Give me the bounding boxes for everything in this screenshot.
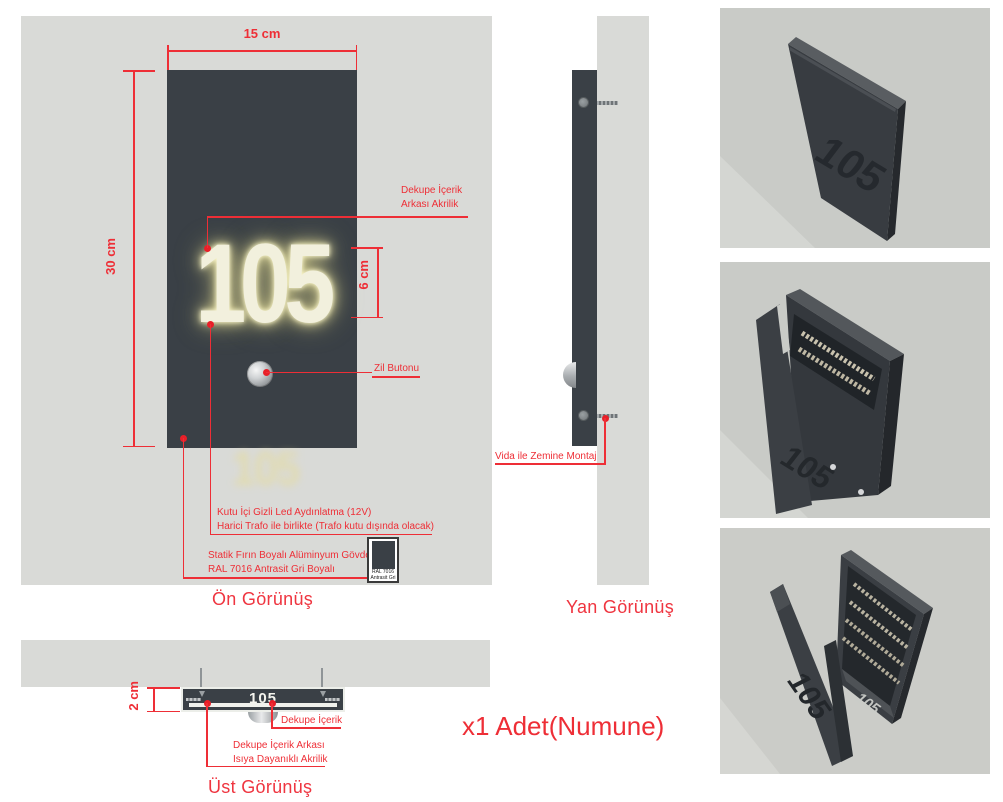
render3-box-top bbox=[841, 550, 933, 614]
side-view-wall bbox=[597, 16, 649, 585]
annotation-bell: Zil Butonu bbox=[374, 363, 420, 374]
front-view-title: Ön Görünüş bbox=[212, 589, 314, 609]
render3-led-strip-4 bbox=[841, 636, 901, 685]
side-view-title: Yan Görünüş bbox=[566, 597, 675, 617]
render2-cover-slot bbox=[777, 302, 790, 354]
dim-depth-line bbox=[153, 687, 155, 712]
dim-depth-label: 2 cm bbox=[126, 681, 141, 711]
render1-box-front bbox=[788, 44, 898, 241]
annotation-led-line1: Kutu İçi Gizli Led Aydınlatma (12V) bbox=[217, 507, 372, 518]
ral-color-square bbox=[371, 541, 395, 569]
annotation-topdekupe: Dekupe İçerik bbox=[281, 715, 343, 726]
ral-swatch-label-line2: Antrasit Gri bbox=[370, 574, 396, 581]
render3-box-cavity bbox=[842, 566, 916, 706]
render-perspective-exploded: 105 105 bbox=[720, 528, 990, 774]
quantity-label: x1 Adet(Numune) bbox=[462, 711, 665, 741]
side-screw-top-head bbox=[578, 97, 589, 108]
render1-box-side bbox=[887, 101, 906, 241]
leader-dekupe-hline bbox=[206, 216, 468, 218]
dim-width-line bbox=[167, 50, 357, 52]
render3-led-strip-3 bbox=[844, 618, 906, 668]
annotation-led-underline bbox=[210, 533, 432, 535]
top-view-title: Üst Görünüş bbox=[208, 777, 313, 797]
render3-led-strip-2 bbox=[848, 600, 910, 650]
leader-bell-line bbox=[266, 371, 372, 373]
annotation-led-line2: Harici Trafo ile birlikte (Trafo kutu dı… bbox=[217, 521, 434, 532]
render2-led-strip-2 bbox=[797, 346, 873, 397]
dim-width-tick-right bbox=[355, 45, 357, 70]
leader-body-vline bbox=[182, 438, 184, 578]
leader-dekupe-dot bbox=[203, 244, 211, 252]
leader-led-vline bbox=[209, 324, 211, 535]
side-view-plate bbox=[572, 70, 597, 446]
dim-height-tick-top bbox=[123, 70, 155, 72]
render3-led-strip-1 bbox=[852, 582, 914, 632]
render1-box-top bbox=[788, 37, 906, 109]
top-view-doorbell bbox=[248, 712, 278, 723]
ral-swatch-label-line1: RAL 7016 bbox=[371, 569, 395, 575]
leader-mount-vline bbox=[604, 418, 606, 464]
render1-floor-shade bbox=[720, 156, 815, 248]
leader-acrylic-vline bbox=[206, 703, 208, 767]
annotation-mount: Vida ile Zemine Montaj bbox=[495, 451, 597, 462]
top-view-screw-pin-left bbox=[200, 668, 202, 687]
top-view-anchor-left bbox=[199, 691, 205, 697]
dim-number-line bbox=[377, 247, 379, 318]
side-screw-top-shaft bbox=[597, 101, 618, 105]
annotation-body-underline bbox=[183, 577, 367, 579]
top-view-plate: 105 bbox=[181, 687, 345, 712]
front-view-number: 105 bbox=[195, 221, 335, 346]
leader-dekupe-vline bbox=[206, 216, 208, 248]
top-view-screw-left bbox=[186, 698, 201, 701]
dim-depth-tick-bottom bbox=[147, 710, 180, 712]
render-perspective-open: 105 bbox=[720, 262, 990, 518]
render3-box-side bbox=[892, 608, 933, 724]
top-view-wall bbox=[21, 640, 490, 687]
annotation-dekupe-line2: Arkası Akrilik bbox=[401, 198, 459, 210]
top-view-anchor-right bbox=[320, 691, 326, 697]
annotation-mount-underline bbox=[495, 463, 606, 465]
render2-box-top bbox=[786, 289, 904, 361]
render1-box-edge bbox=[789, 47, 896, 112]
annotation-acrylic-line2: Isıya Dayanıklı Akrilik bbox=[233, 754, 328, 765]
dim-number-label: 6 cm bbox=[356, 260, 371, 290]
leader-topdekupe-vline bbox=[271, 703, 273, 728]
render2-cover bbox=[756, 304, 812, 514]
ral-color-swatch: RAL 7016 Antrasit Gri bbox=[367, 537, 399, 583]
top-view-acrylic-strip bbox=[189, 703, 337, 707]
render3-cover-flange bbox=[824, 640, 853, 762]
render3-box-bottom-lip bbox=[842, 669, 894, 718]
annotation-topdekupe-underline bbox=[271, 727, 341, 729]
side-view-doorbell bbox=[563, 362, 576, 388]
annotation-dekupe: Dekupe İçerik Arkası Akrilik bbox=[401, 184, 462, 211]
annotation-body-line1: Statik Fırın Boyalı Alüminyum Gövde bbox=[208, 550, 371, 561]
dim-height-tick-bottom bbox=[123, 445, 155, 447]
dim-height-label: 30 cm bbox=[103, 238, 118, 275]
dim-width-label: 15 cm bbox=[243, 26, 281, 41]
annotation-dekupe-line1: Dekupe İçerik bbox=[401, 185, 463, 196]
top-view-screw-pin-right bbox=[321, 668, 323, 687]
dim-width-tick-left bbox=[167, 45, 169, 70]
render2-screw-2 bbox=[858, 489, 864, 495]
annotation-body-line2: RAL 7016 Antrasit Gri Boyalı bbox=[208, 564, 335, 575]
render2-box-side bbox=[878, 354, 904, 495]
annotation-acrylic-underline bbox=[206, 765, 325, 767]
dim-number-tick-top bbox=[351, 247, 383, 249]
render3-floor-shade bbox=[720, 698, 780, 774]
front-view-number-reflection: 105 bbox=[231, 443, 300, 496]
annotation-acrylic-line1: Dekupe İçerik Arkası bbox=[233, 740, 325, 751]
dim-height-line bbox=[133, 70, 135, 447]
dim-depth-tick-top bbox=[147, 687, 180, 689]
render3-cover-top-fold bbox=[770, 584, 790, 612]
render-perspective-closed: 105 bbox=[720, 8, 990, 248]
side-screw-bottom-head bbox=[578, 410, 589, 421]
top-view-screw-right bbox=[325, 698, 340, 701]
dim-number-tick-bottom bbox=[351, 316, 383, 318]
render3-cover bbox=[770, 584, 853, 766]
render2-screw-1 bbox=[830, 464, 836, 470]
annotation-bell-underline bbox=[372, 376, 420, 378]
render2-led-strip-1 bbox=[800, 330, 876, 382]
